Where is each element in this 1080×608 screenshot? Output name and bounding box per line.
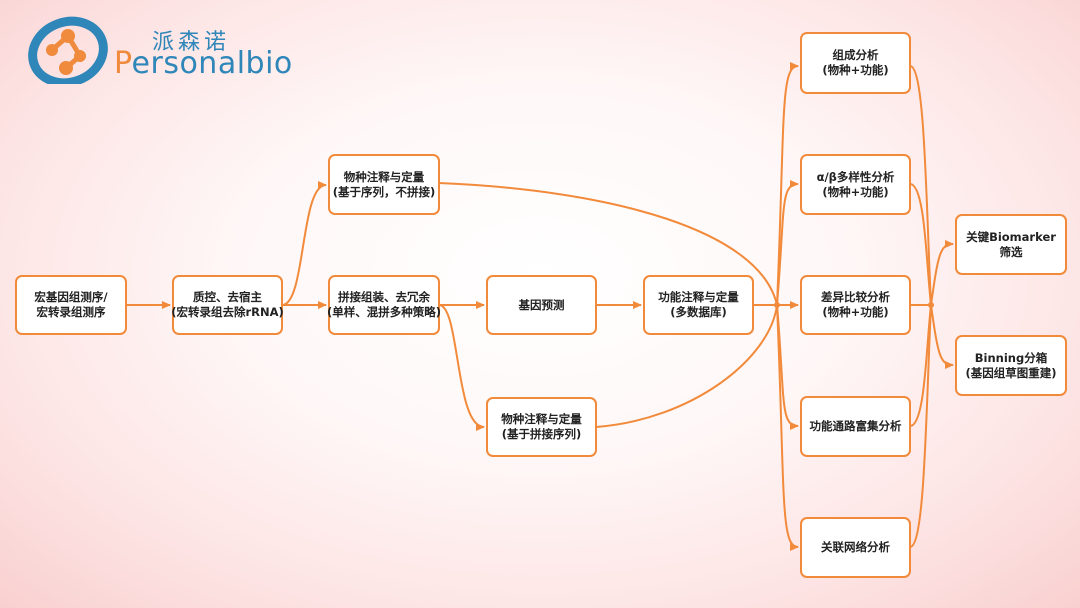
node-biomarker: 关键Biomarker 筛选 [955, 214, 1067, 275]
node-biomarker-line2: 筛选 [999, 244, 1023, 259]
logo-molecule-icon [28, 16, 108, 84]
edge-hub-pathway [776, 304, 799, 430]
node-qc: 质控、去宿主 (宏转录组去除rRNA) [171, 275, 284, 335]
node-gene-prediction: 基因预测 [486, 275, 597, 335]
node-biomarker-line1: 关键Biomarker [966, 229, 1056, 244]
node-composition-line1: 组成分析 [832, 48, 879, 62]
brand-name-en: Personalbio [114, 46, 293, 81]
edge-hub-network [776, 304, 799, 551]
node-functional-annotation-line2: (多数据库) [670, 305, 727, 319]
edge-hub2-binning [930, 304, 954, 369]
node-pathway-enrichment: 功能通路富集分析 [800, 396, 911, 457]
edge-diversity-hub2 [909, 183, 932, 306]
edge-hub-composition [776, 62, 799, 306]
edge-composition-hub2 [909, 65, 932, 306]
node-assembly-line1: 拼接组装、去冗余 [338, 290, 430, 304]
node-differential-line1: 差异比较分析 [821, 290, 890, 304]
edge-hub-diversity [776, 180, 799, 306]
edge-assembly-species-contig [438, 304, 485, 431]
node-network: 关联网络分析 [800, 517, 911, 578]
node-functional-annotation-line1: 功能注释与定量 [658, 290, 739, 304]
node-differential-line2: (物种+功能) [822, 305, 889, 319]
brand-name-en-rest: ersonalbio [131, 46, 293, 81]
edge-hub2-biomarker [930, 240, 954, 306]
node-species-contig-line2: (基于拼接序列) [501, 427, 582, 441]
node-composition-line2: (物种+功能) [822, 63, 889, 77]
node-composition: 组成分析 (物种+功能) [800, 32, 911, 94]
node-species-read-line1: 物种注释与定量 [343, 169, 425, 184]
hub-junction-right [928, 302, 934, 308]
node-assembly: 拼接组装、去冗余 (单样、混拼多种策略) [327, 275, 442, 335]
node-species-contig: 物种注释与定量 (基于拼接序列) [486, 397, 597, 457]
node-species-read-line2: (基于序列，不拼接) [332, 184, 436, 199]
edge-network-hub2 [909, 304, 932, 548]
edge-species-read-hub [438, 182, 778, 306]
node-binning-line2: (基因组草图重建) [965, 365, 1057, 380]
node-network-line1: 关联网络分析 [821, 540, 890, 554]
node-assembly-line2: (单样、混拼多种策略) [327, 305, 442, 319]
node-diversity-line2: (物种+功能) [822, 184, 889, 199]
node-functional-annotation: 功能注释与定量 (多数据库) [643, 275, 754, 335]
brand-name-en-prefix: P [114, 46, 132, 81]
hub-junction-left [774, 302, 780, 308]
node-gene-prediction-line1: 基因预测 [518, 297, 565, 312]
edge-qc-species-read [281, 181, 327, 306]
node-qc-line1: 质控、去宿主 [193, 290, 262, 304]
node-pathway-enrichment-line1: 功能通路富集分析 [809, 419, 902, 433]
node-binning-line1: Binning分箱 [974, 350, 1048, 365]
brand-name-cn: 派森诺 [152, 30, 231, 55]
node-binning: Binning分箱 (基因组草图重建) [955, 335, 1067, 396]
node-diversity: α/β多样性分析 (物种+功能) [800, 154, 911, 215]
node-sequencing-line2: 宏转录组测序 [36, 305, 106, 319]
node-species-read: 物种注释与定量 (基于序列，不拼接) [328, 154, 440, 215]
node-species-contig-line1: 物种注释与定量 [501, 412, 582, 426]
node-sequencing-line1: 宏基因组测序/ [34, 290, 108, 304]
node-qc-line2: (宏转录组去除rRNA) [171, 305, 284, 319]
node-diversity-line1: α/β多样性分析 [816, 169, 895, 184]
node-sequencing: 宏基因组测序/ 宏转录组测序 [15, 275, 127, 335]
brand-logo: 派森诺 Personalbio [28, 14, 298, 84]
node-differential: 差异比较分析 (物种+功能) [800, 275, 911, 335]
edge-species-contig-hub [595, 304, 778, 428]
